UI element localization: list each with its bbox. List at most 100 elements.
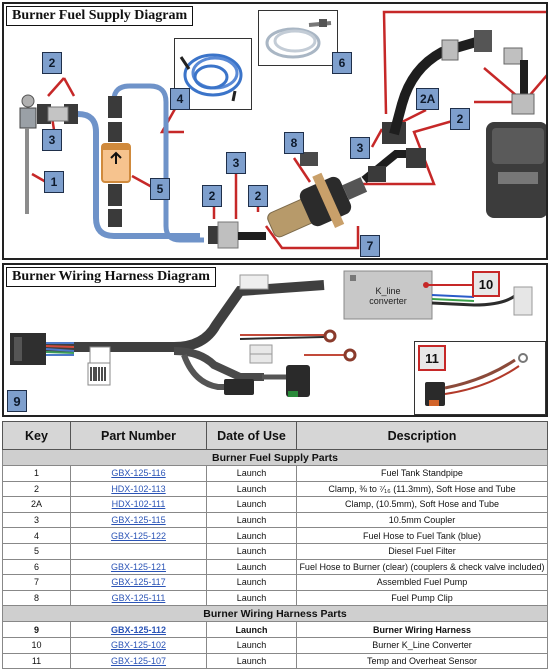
fuel-diagram-title: Burner Fuel Supply Diagram xyxy=(6,6,194,26)
key-cell: 10 xyxy=(2,636,71,654)
fuel-supply-diagram: Burner Fuel Supply Diagram 2 3 1 4 5 3 2… xyxy=(2,2,548,260)
k-line-converter-label: K_line converter xyxy=(352,286,424,306)
callout-2-left: 2 xyxy=(42,52,62,74)
description-cell: Temp and Overheat Sensor xyxy=(296,652,548,669)
callout-3-right: 3 xyxy=(350,137,370,159)
callout-11: 11 xyxy=(418,345,446,371)
description-cell: Burner Wiring Harness xyxy=(296,621,548,638)
parts-table: Key Part Number Date of Use Description … xyxy=(2,421,548,669)
part-number-cell: HDX-102-113 xyxy=(70,480,207,498)
key-cell: 3 xyxy=(2,511,71,529)
fuel-supply-illustration xyxy=(19,10,546,250)
part-number-link[interactable]: HDX-102-111 xyxy=(111,499,166,510)
part-number-cell: GBX-125-117 xyxy=(70,574,207,591)
part-number-link[interactable]: GBX-125-112 xyxy=(110,624,167,635)
blue-hose-coil-image xyxy=(179,53,243,102)
part-number-cell: HDX-102-111 xyxy=(70,496,207,513)
description-cell: Clamp, (10.5mm), Soft Hose and Tube xyxy=(296,496,548,513)
date-cell: Launch xyxy=(206,652,297,669)
temp-sensor-image xyxy=(425,353,528,406)
description-cell: Assembled Fuel Pump xyxy=(296,574,548,591)
date-cell: Launch xyxy=(206,511,297,529)
part-number-cell: GBX-125-111 xyxy=(70,589,207,607)
part-number-cell: GBX-125-107 xyxy=(70,652,207,669)
part-number-cell: GBX-125-116 xyxy=(70,465,207,482)
key-cell: 7 xyxy=(2,574,71,591)
description-cell: Diesel Fuel Filter xyxy=(296,542,548,560)
callout-6: 6 xyxy=(332,52,352,74)
part-number-link[interactable]: GBX-125-121 xyxy=(110,561,167,572)
part-number-link[interactable]: GBX-125-117 xyxy=(111,577,166,588)
part-number-link[interactable]: GBX-125-122 xyxy=(110,530,167,541)
date-cell: Launch xyxy=(206,636,297,654)
temp-sensor-inset: 11 xyxy=(414,341,546,415)
date-cell: Launch xyxy=(206,496,297,513)
date-cell: Launch xyxy=(206,542,297,560)
date-cell: Launch xyxy=(206,621,297,638)
clear-hose-coil-image xyxy=(265,19,332,59)
key-cell: 1 xyxy=(2,465,71,482)
part-number-cell: GBX-125-121 xyxy=(70,558,207,576)
part-number-cell: GBX-125-122 xyxy=(70,527,207,544)
description-cell: Fuel Hose to Fuel Tank (blue) xyxy=(296,527,548,544)
section-row-fuel: Burner Fuel Supply Parts xyxy=(2,449,548,466)
description-cell: Fuel Pump Clip xyxy=(296,589,548,607)
date-cell: Launch xyxy=(206,558,297,576)
callout-3-left: 3 xyxy=(42,129,62,151)
part-number-link[interactable]: GBX-125-115 xyxy=(111,515,166,526)
key-cell: 2 xyxy=(2,480,71,498)
callout-1: 1 xyxy=(44,171,64,193)
part-number-link[interactable]: GBX-125-102 xyxy=(110,640,167,651)
wiring-diagram-title: Burner Wiring Harness Diagram xyxy=(6,267,216,287)
callout-2-mid-a: 2 xyxy=(202,185,222,207)
part-number-link[interactable]: GBX-125-111 xyxy=(111,593,166,604)
key-cell: 4 xyxy=(2,527,71,544)
description-cell: Burner K_Line Converter xyxy=(296,636,548,654)
date-cell: Launch xyxy=(206,589,297,607)
part-number-link[interactable]: GBX-125-107 xyxy=(110,655,167,666)
description-cell: Clamp, ⅜ to ⁷⁄₁₆ (11.3mm), Soft Hose and… xyxy=(296,480,548,498)
date-cell: Launch xyxy=(206,480,297,498)
key-cell: 6 xyxy=(2,558,71,576)
part-number-cell: GBX-125-112 xyxy=(70,621,207,638)
callout-8: 8 xyxy=(284,132,304,154)
date-cell: Launch xyxy=(206,465,297,482)
callout-2-mid-b: 2 xyxy=(248,185,268,207)
callout-4: 4 xyxy=(170,88,190,110)
table-header-row: Key Part Number Date of Use Description xyxy=(2,421,548,450)
part-number-link[interactable]: HDX-102-113 xyxy=(111,483,166,494)
wiring-harness-illustration xyxy=(10,270,533,397)
callout-2-right: 2 xyxy=(450,108,470,130)
part-number-cell: GBX-125-102 xyxy=(70,636,207,654)
section-title-fuel: Burner Fuel Supply Parts xyxy=(2,449,548,466)
callout-2a: 2A xyxy=(416,88,440,110)
description-cell: Fuel Hose to Burner (clear) (couplers & … xyxy=(296,558,548,576)
clear-hose-inset xyxy=(258,10,338,66)
header-key: Key xyxy=(2,421,71,450)
section-title-wiring: Burner Wiring Harness Parts xyxy=(2,605,548,623)
key-cell: 5 xyxy=(2,542,71,560)
key-cell: 9 xyxy=(2,621,71,638)
part-number-cell xyxy=(70,542,207,560)
key-cell: 11 xyxy=(2,652,71,669)
converter-text-line-1: K_line xyxy=(375,286,401,296)
description-cell: Fuel Tank Standpipe xyxy=(296,465,548,482)
section-row-wiring: Burner Wiring Harness Parts xyxy=(2,605,548,623)
part-number-cell: GBX-125-115 xyxy=(70,511,207,529)
callout-7: 7 xyxy=(360,235,380,257)
callout-3-mid: 3 xyxy=(226,152,246,174)
date-cell: Launch xyxy=(206,574,297,591)
converter-text-line-2: converter xyxy=(369,296,407,306)
part-number-link[interactable]: GBX-125-116 xyxy=(111,468,166,479)
